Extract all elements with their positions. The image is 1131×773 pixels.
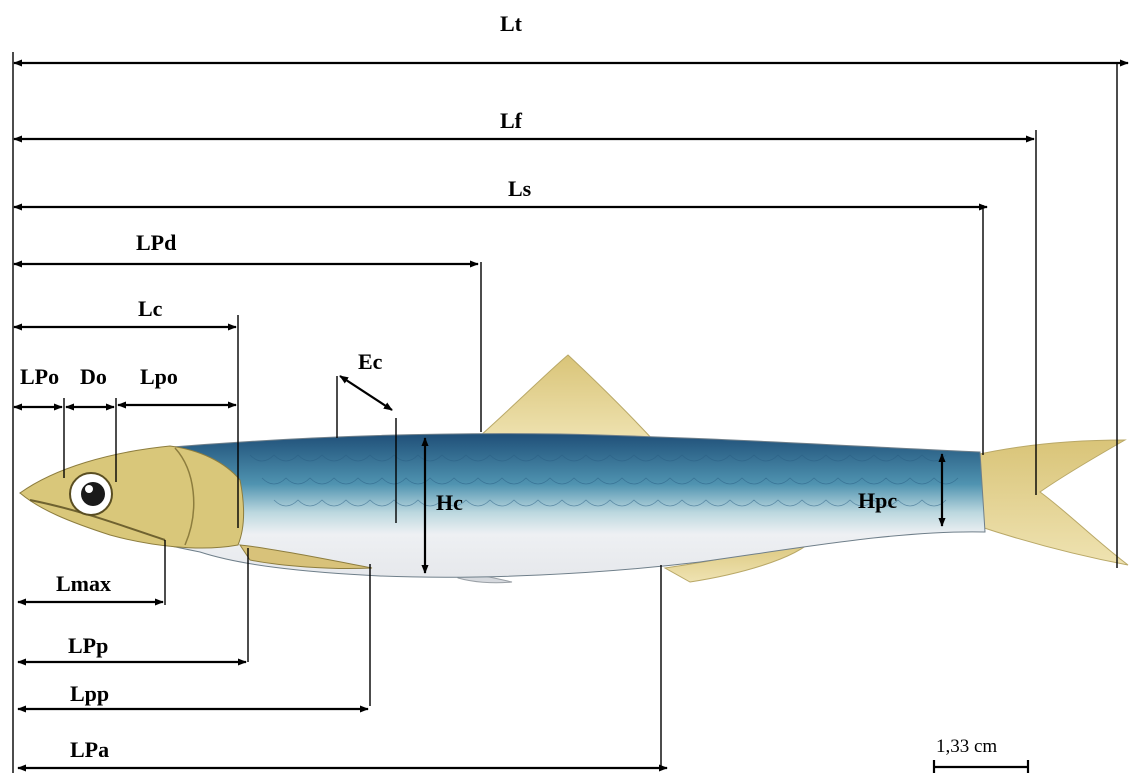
label-ls: Ls (508, 176, 532, 201)
scale-bar: 1,33 cm (934, 736, 1028, 773)
label-do: Do (80, 364, 107, 389)
dorsal-fin (480, 355, 655, 442)
label-lpp-lower: Lpp (70, 681, 109, 706)
label-hc: Hc (436, 490, 463, 515)
ec-arrow (340, 376, 392, 410)
label-lpo-post: Lpo (140, 364, 178, 389)
label-lt: Lt (500, 11, 523, 36)
label-lc: Lc (138, 296, 163, 321)
label-lf: Lf (500, 108, 523, 133)
label-lpa: LPa (70, 737, 109, 762)
label-ec: Ec (358, 349, 383, 374)
label-lpd: LPd (136, 230, 176, 255)
label-lpp-upper: LPp (68, 633, 108, 658)
dimension-labels: Lt Lf Ls LPd Lc LPo Do Lpo Ec Hc Hpc Lma… (20, 11, 897, 762)
fish-head (20, 446, 244, 548)
label-lpo-pre: LPo (20, 364, 59, 389)
label-hpc: Hpc (858, 488, 897, 513)
label-lmax: Lmax (56, 571, 111, 596)
scale-bar-label: 1,33 cm (936, 736, 997, 757)
eye (70, 473, 112, 515)
fish-illustration (20, 355, 1128, 583)
caudal-fin (975, 440, 1128, 565)
